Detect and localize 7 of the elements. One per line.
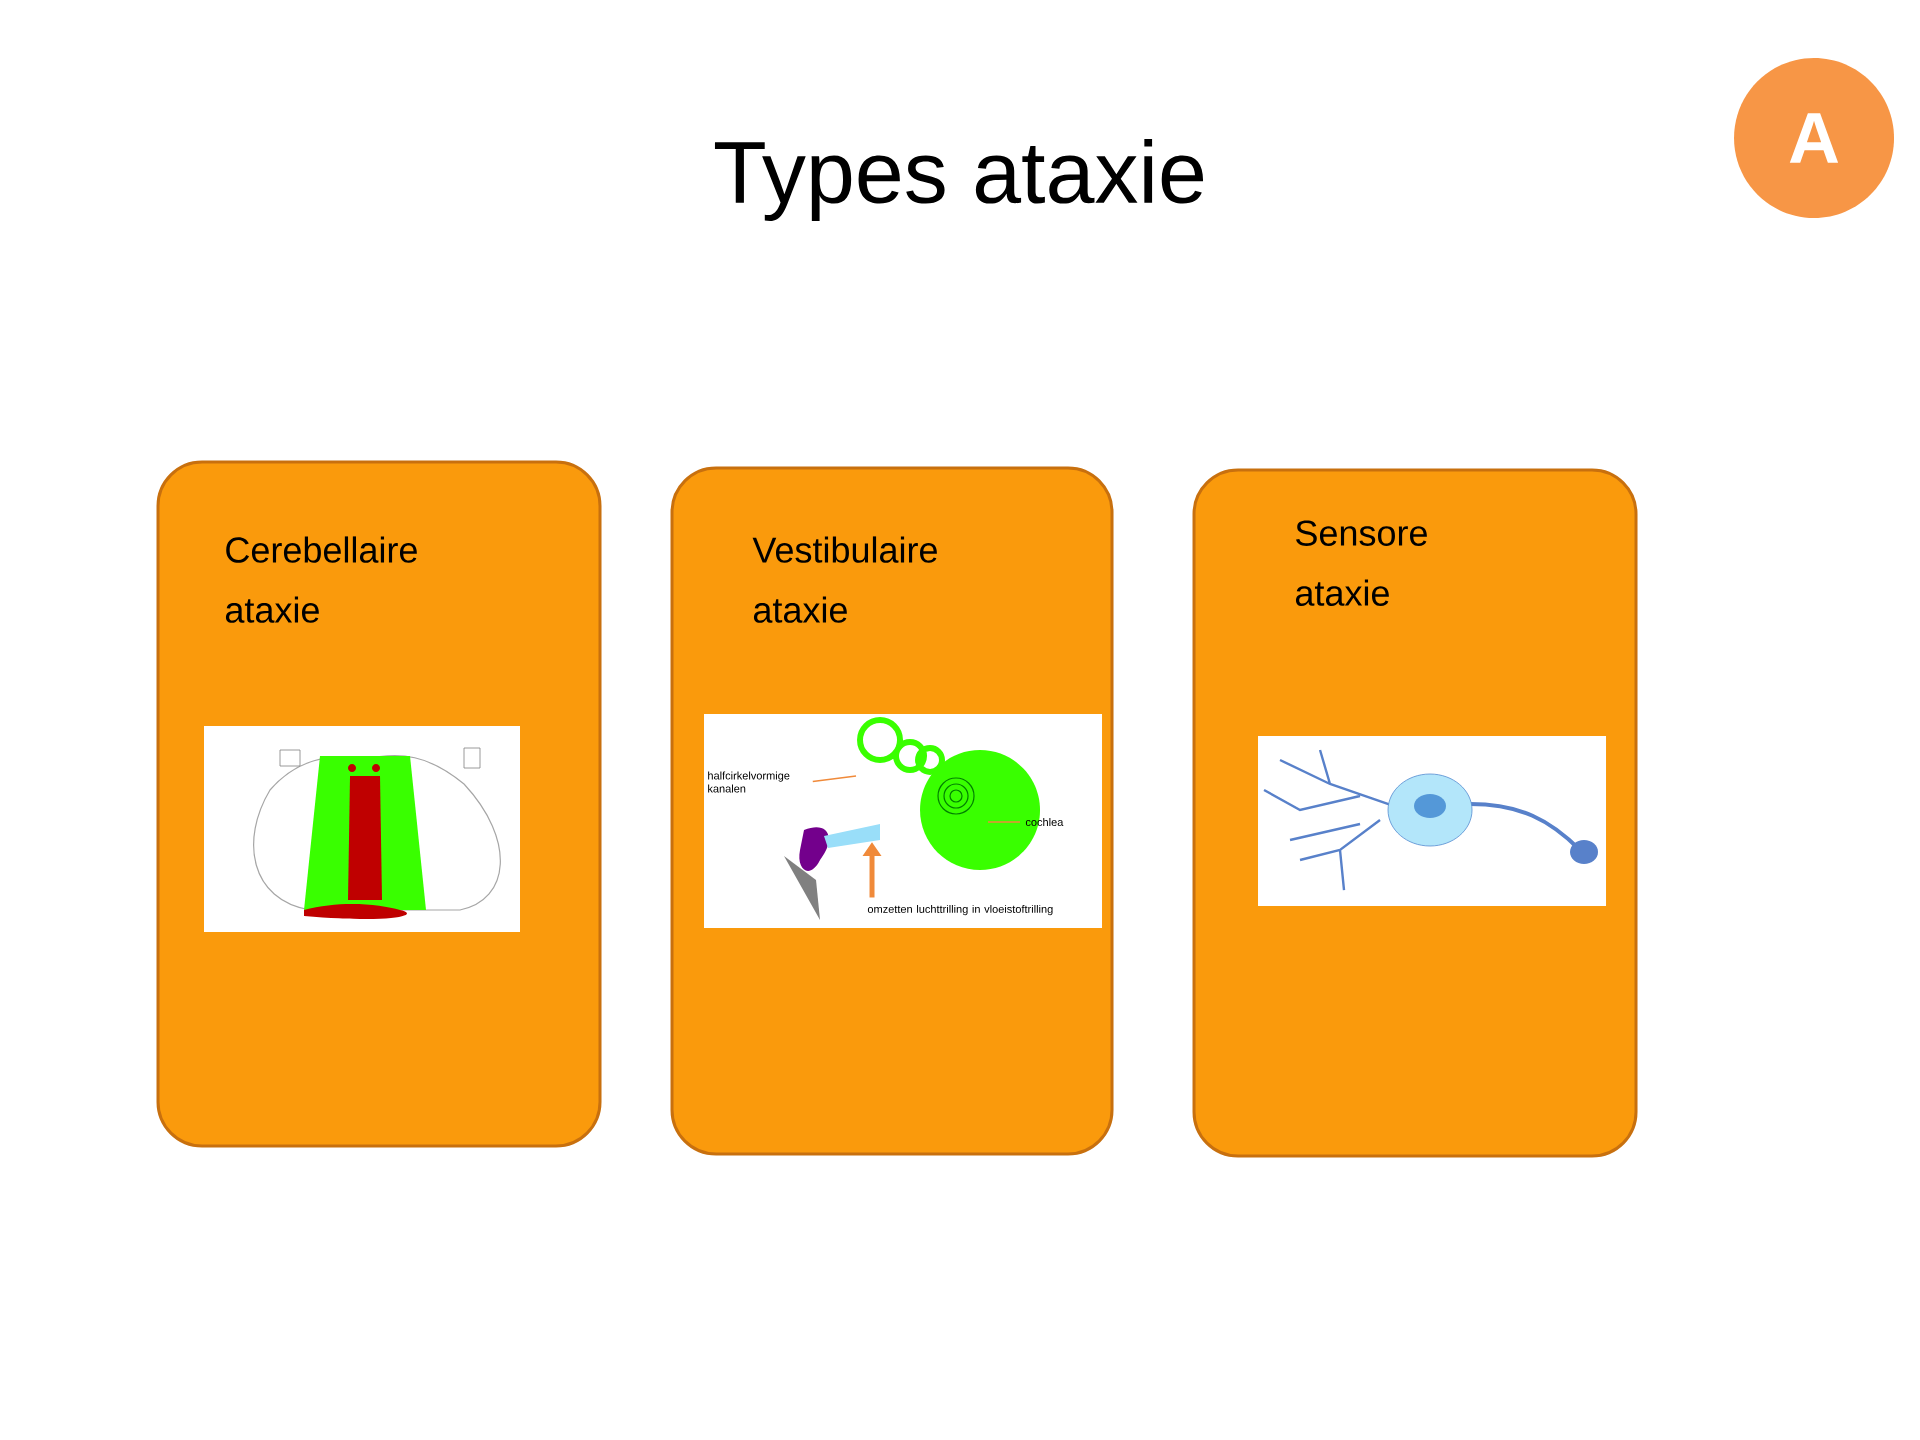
- title: Types ataxie: [714, 139, 1203, 221]
- letter-badge: A: [1734, 58, 1894, 218]
- inner-ear-drawing: [704, 714, 1102, 928]
- leader-line: [987, 821, 1021, 823]
- cerebellum-drawing: [204, 726, 520, 932]
- leader-line: [812, 775, 857, 783]
- neuron-drawing: [1258, 736, 1607, 906]
